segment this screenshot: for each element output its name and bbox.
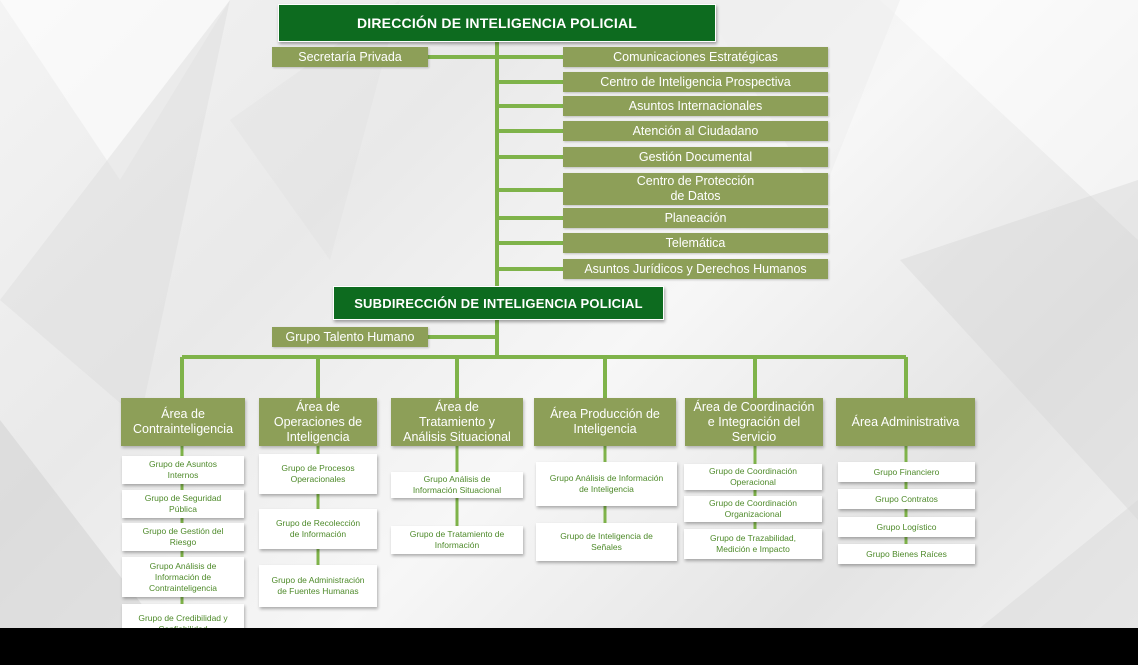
staff-unit-label: Telemática <box>665 235 726 250</box>
group-label: Grupo de Gestión del Riesgo <box>142 526 224 547</box>
group-label: Grupo Análisis de Información Situaciona… <box>412 474 502 495</box>
staff-unit-label: Atención al Ciudadano <box>632 123 759 138</box>
area-label: Área de Operaciones de Inteligencia <box>273 399 363 444</box>
group-box: Grupo de Recolección de Información <box>259 509 377 549</box>
staff-unit-gestion-documental: Gestión Documental <box>563 147 828 167</box>
group-box: Grupo de Coordinación Organizacional <box>684 496 822 522</box>
group-label: Grupo de Procesos Operacionales <box>281 463 355 484</box>
group-box: Grupo de Gestión del Riesgo <box>122 523 244 551</box>
group-label: Grupo Logístico <box>876 521 937 532</box>
staff-unit-label: Centro de Protección de Datos <box>636 174 755 203</box>
area-label: Área de Tratamiento y Análisis Situacion… <box>403 399 511 444</box>
staff-unit-proteccion-datos: Centro de Protección de Datos <box>563 173 828 205</box>
area-operaciones: Área de Operaciones de Inteligencia <box>259 398 377 446</box>
group-label: Grupo de Coordinación Operacional <box>709 466 797 487</box>
area-label: Área de Contrainteligencia <box>132 407 234 436</box>
group-label: Grupo de Administración de Fuentes Human… <box>271 575 365 596</box>
group-box: Grupo de Tratamiento de Información <box>391 526 523 554</box>
staff-unit-label: Gestión Documental <box>638 149 753 164</box>
staff-unit-label: Asuntos Jurídicos y Derechos Humanos <box>584 261 807 276</box>
staff-unit-label: Planeación <box>664 210 727 225</box>
group-box: Grupo de Administración de Fuentes Human… <box>259 565 377 607</box>
staff-unit-internacionales: Asuntos Internacionales <box>563 96 828 116</box>
background-pattern <box>0 0 1138 628</box>
group-box: Grupo Financiero <box>838 462 975 482</box>
group-box: Grupo de Coordinación Operacional <box>684 464 822 490</box>
area-contrainteligencia: Área de Contrainteligencia <box>121 398 245 446</box>
talento-label: Grupo Talento Humano <box>285 329 415 344</box>
director-title: DIRECCIÓN DE INTELIGENCIA POLICIAL <box>356 15 638 31</box>
area-label: Área Producción de Inteligencia <box>550 407 660 436</box>
group-label: Grupo de Recolección de Información <box>275 518 361 539</box>
group-label: Grupo Análisis de Información de Contrai… <box>148 560 218 593</box>
group-label: Grupo de Credibilidad y Confiabilidad <box>138 613 228 628</box>
group-box: Grupo de Procesos Operacionales <box>259 454 377 494</box>
subdirector-box: SUBDIRECCIÓN DE INTELIGENCIA POLICIAL <box>333 286 664 320</box>
group-box: Grupo Contratos <box>838 489 975 509</box>
group-box: Grupo Bienes Raíces <box>838 544 975 564</box>
bottom-black-bar <box>0 628 1138 665</box>
group-box: Grupo de Credibilidad y Confiabilidad <box>122 604 244 628</box>
group-label: Grupo Análisis de Información de Intelig… <box>549 473 664 494</box>
group-label: Grupo Financiero <box>873 466 940 477</box>
secretaria-privada-box: Secretaría Privada <box>272 47 428 67</box>
area-label: Área Administrativa <box>851 414 960 429</box>
group-box: Grupo Logístico <box>838 517 975 537</box>
staff-unit-prospectiva: Centro de Inteligencia Prospectiva <box>563 72 828 92</box>
area-tratamiento: Área de Tratamiento y Análisis Situacion… <box>391 398 523 446</box>
group-box: Grupo Análisis de Información de Intelig… <box>536 462 677 506</box>
staff-unit-juridicos: Asuntos Jurídicos y Derechos Humanos <box>563 259 828 279</box>
talento-humano-box: Grupo Talento Humano <box>272 327 428 347</box>
staff-unit-label: Comunicaciones Estratégicas <box>613 49 778 64</box>
area-label: Área de Coordinación e Integración del S… <box>693 399 815 444</box>
staff-unit-label: Centro de Inteligencia Prospectiva <box>600 74 791 89</box>
connector-lines <box>180 42 908 628</box>
group-label: Grupo de Inteligencia de Señales <box>560 531 653 552</box>
group-box: Grupo de Inteligencia de Señales <box>536 523 677 561</box>
staff-unit-planeacion: Planeación <box>563 208 828 228</box>
group-label: Grupo de Asuntos Internos <box>148 459 218 480</box>
staff-unit-label: Asuntos Internacionales <box>628 98 763 113</box>
director-box: DIRECCIÓN DE INTELIGENCIA POLICIAL <box>278 4 716 42</box>
group-label: Grupo de Coordinación Organizacional <box>709 498 797 519</box>
group-label: Grupo de Seguridad Pública <box>144 493 222 514</box>
area-coordinacion: Área de Coordinación e Integración del S… <box>685 398 823 446</box>
secretaria-label: Secretaría Privada <box>298 49 402 64</box>
staff-unit-comunicaciones: Comunicaciones Estratégicas <box>563 47 828 67</box>
staff-unit-telematica: Telemática <box>563 233 828 253</box>
staff-unit-atencion: Atención al Ciudadano <box>563 121 828 141</box>
group-box: Grupo Análisis de Información de Contrai… <box>122 557 244 597</box>
org-chart-canvas: DIRECCIÓN DE INTELIGENCIA POLICIAL Secre… <box>0 0 1138 628</box>
group-box: Grupo de Trazabilidad, Medición e Impact… <box>684 529 822 559</box>
area-administrativa: Área Administrativa <box>836 398 975 446</box>
group-label: Grupo Bienes Raíces <box>866 548 947 559</box>
subdirector-title: SUBDIRECCIÓN DE INTELIGENCIA POLICIAL <box>354 295 643 311</box>
area-produccion: Área Producción de Inteligencia <box>534 398 676 446</box>
group-label: Grupo Contratos <box>875 493 938 504</box>
group-label: Grupo de Tratamiento de Información <box>409 529 505 550</box>
group-box: Grupo Análisis de Información Situaciona… <box>391 472 523 498</box>
group-label: Grupo de Trazabilidad, Medición e Impact… <box>710 533 796 554</box>
group-box: Grupo de Asuntos Internos <box>122 456 244 484</box>
group-box: Grupo de Seguridad Pública <box>122 490 244 518</box>
